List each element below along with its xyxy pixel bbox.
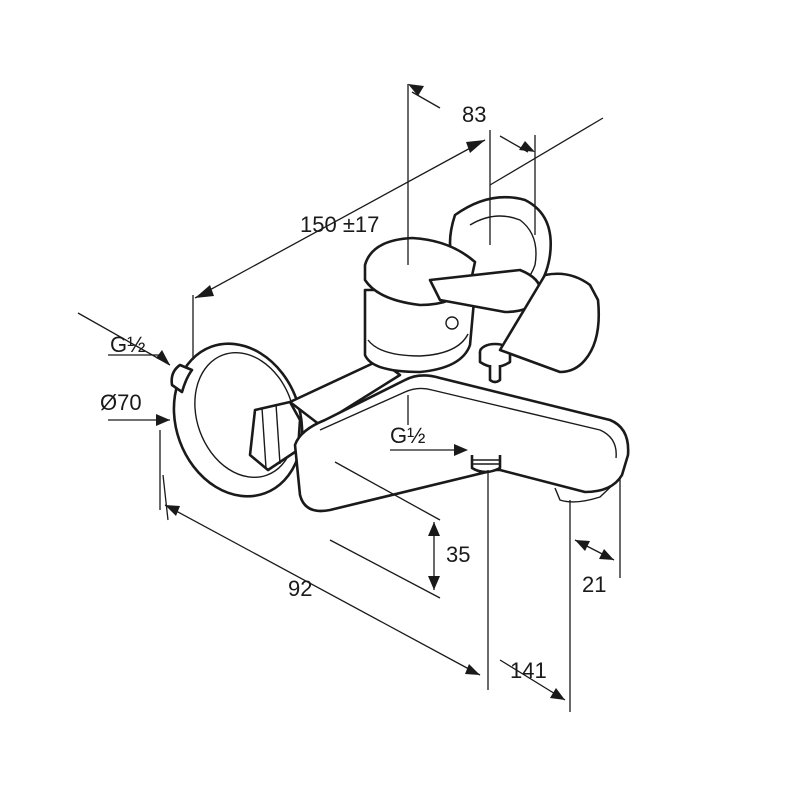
dimension-arrows (156, 84, 614, 700)
dim-label-92: 92 (288, 576, 312, 601)
dim-label-inlet-thread: G½ (110, 332, 145, 357)
dim-label-center-distance: 150 ±17 (300, 212, 379, 237)
mixer-body (363, 288, 477, 374)
dim-label-83: 83 (462, 102, 486, 127)
dim-label-141: 141 (510, 658, 547, 683)
dim-label-35: 35 (446, 542, 470, 567)
dim-label-outlet-thread: G½ (390, 423, 425, 448)
spout (293, 272, 630, 513)
dim-label-21: 21 (582, 572, 606, 597)
outlet-thread (470, 455, 502, 474)
lever-handle (363, 236, 543, 330)
dim-label-flange-diameter: Ø70 (100, 390, 142, 415)
dimension-lines (77, 84, 621, 712)
